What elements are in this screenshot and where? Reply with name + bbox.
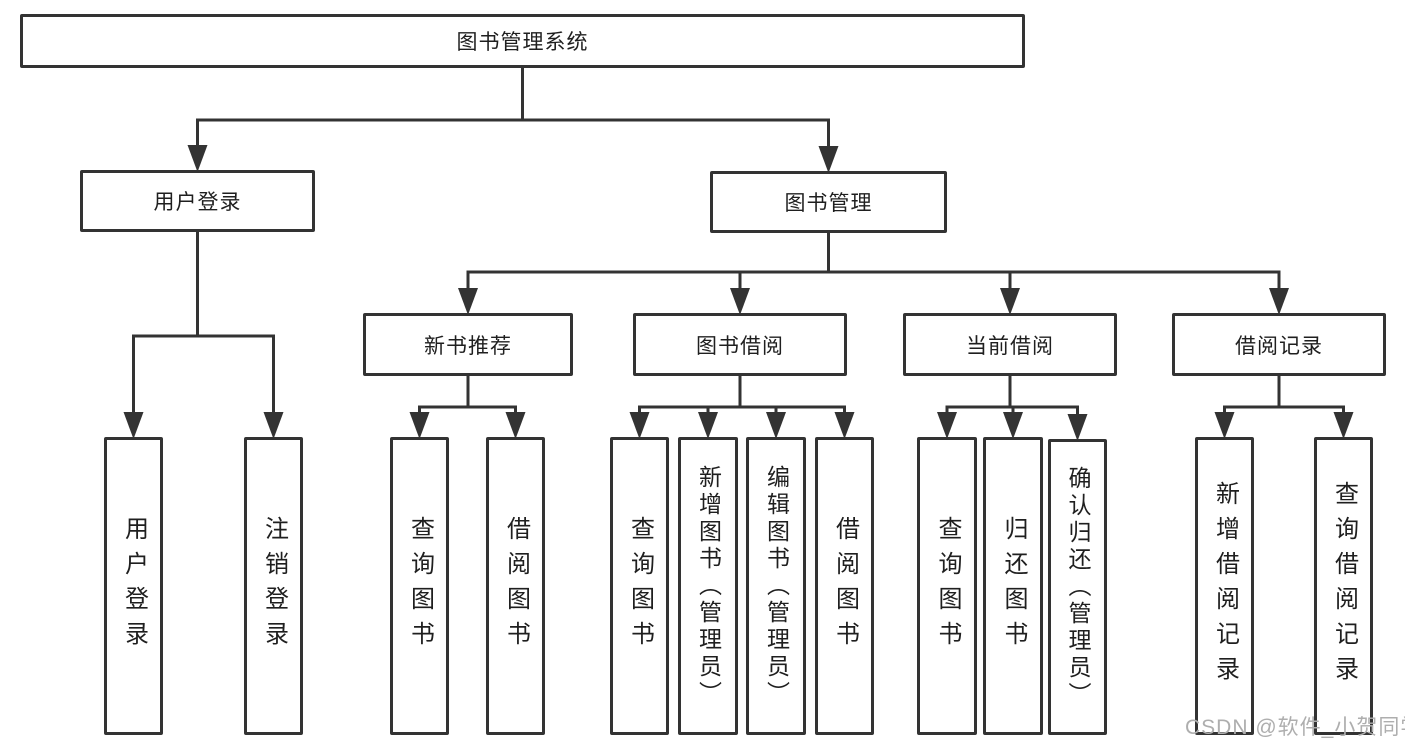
node-leaf-confirm-return: 确认归还（管理员） bbox=[1048, 439, 1107, 735]
node-leaf-add-record: 新增借阅记录 bbox=[1195, 437, 1254, 735]
node-label: 编辑图书（管理员） bbox=[763, 464, 790, 708]
node-borrow-record: 借阅记录 bbox=[1172, 313, 1386, 376]
node-leaf-logout: 注销登录 bbox=[244, 437, 303, 735]
node-label: 当前借阅 bbox=[966, 334, 1054, 358]
node-leaf-add-book-admin: 新增图书（管理员） bbox=[678, 437, 738, 735]
node-label: 确认归还（管理员） bbox=[1065, 465, 1091, 709]
node-user-login: 用户登录 bbox=[80, 170, 315, 232]
arrowhead-icon bbox=[409, 412, 430, 439]
arrowhead-icon bbox=[458, 288, 478, 315]
arrowhead-icon bbox=[1333, 412, 1354, 439]
node-label: 图书借阅 bbox=[696, 334, 784, 358]
node-leaf-query-book-2: 查询图书 bbox=[610, 437, 669, 735]
arrowhead-icon bbox=[187, 145, 208, 172]
arrowhead-icon bbox=[1214, 412, 1235, 439]
node-label: 新增借阅记录 bbox=[1211, 481, 1239, 691]
node-label: 新增图书（管理员） bbox=[695, 464, 722, 708]
node-leaf-borrow-book-2: 借阅图书 bbox=[815, 437, 874, 735]
node-leaf-query-book-1: 查询图书 bbox=[390, 437, 449, 735]
node-book-borrow: 图书借阅 bbox=[633, 313, 847, 376]
node-book-mgmt: 图书管理 bbox=[710, 171, 947, 233]
arrowhead-icon bbox=[937, 412, 957, 439]
arrowhead-icon bbox=[1003, 412, 1023, 439]
node-label: 归还图书 bbox=[1000, 516, 1027, 656]
node-label: 新书推荐 bbox=[424, 334, 512, 358]
arrowhead-icon bbox=[1000, 288, 1020, 315]
arrowhead-icon bbox=[766, 412, 786, 439]
arrowhead-icon bbox=[834, 412, 855, 439]
node-label: 查询图书 bbox=[406, 516, 434, 656]
node-label: 借阅图书 bbox=[502, 516, 530, 656]
node-label: 图书管理系统 bbox=[456, 31, 589, 54]
arrowhead-icon bbox=[698, 412, 718, 439]
arrowhead-icon bbox=[263, 412, 284, 439]
node-leaf-query-book-3: 查询图书 bbox=[917, 437, 977, 735]
node-label: 借阅图书 bbox=[831, 516, 859, 656]
arrowhead-icon bbox=[505, 412, 526, 439]
arrowhead-icon bbox=[1067, 414, 1088, 441]
arrowhead-icon bbox=[730, 288, 750, 315]
node-label: 借阅记录 bbox=[1235, 334, 1323, 358]
arrowhead-icon bbox=[629, 412, 650, 439]
node-leaf-query-record: 查询借阅记录 bbox=[1314, 437, 1373, 735]
arrowhead-icon bbox=[123, 412, 144, 439]
node-leaf-return-book: 归还图书 bbox=[983, 437, 1043, 735]
node-label: 注销登录 bbox=[260, 516, 288, 656]
node-label: 查询借阅记录 bbox=[1330, 481, 1358, 691]
arrowhead-icon bbox=[1269, 288, 1289, 315]
arrowhead-icon bbox=[818, 146, 839, 173]
node-leaf-edit-book-admin: 编辑图书（管理员） bbox=[746, 437, 806, 735]
node-leaf-user-login: 用户登录 bbox=[104, 437, 163, 735]
watermark-text: CSDN @软件_小贺同学 bbox=[1185, 716, 1405, 739]
node-label: 用户登录 bbox=[153, 191, 242, 214]
node-label: 用户登录 bbox=[120, 516, 148, 656]
node-label: 查询图书 bbox=[626, 516, 654, 656]
node-label: 查询图书 bbox=[934, 516, 961, 656]
node-leaf-borrow-book-1: 借阅图书 bbox=[486, 437, 545, 735]
node-label: 图书管理 bbox=[784, 192, 873, 215]
node-current-borrow: 当前借阅 bbox=[903, 313, 1117, 376]
node-new-book-recommend: 新书推荐 bbox=[363, 313, 573, 376]
node-root: 图书管理系统 bbox=[20, 14, 1025, 68]
